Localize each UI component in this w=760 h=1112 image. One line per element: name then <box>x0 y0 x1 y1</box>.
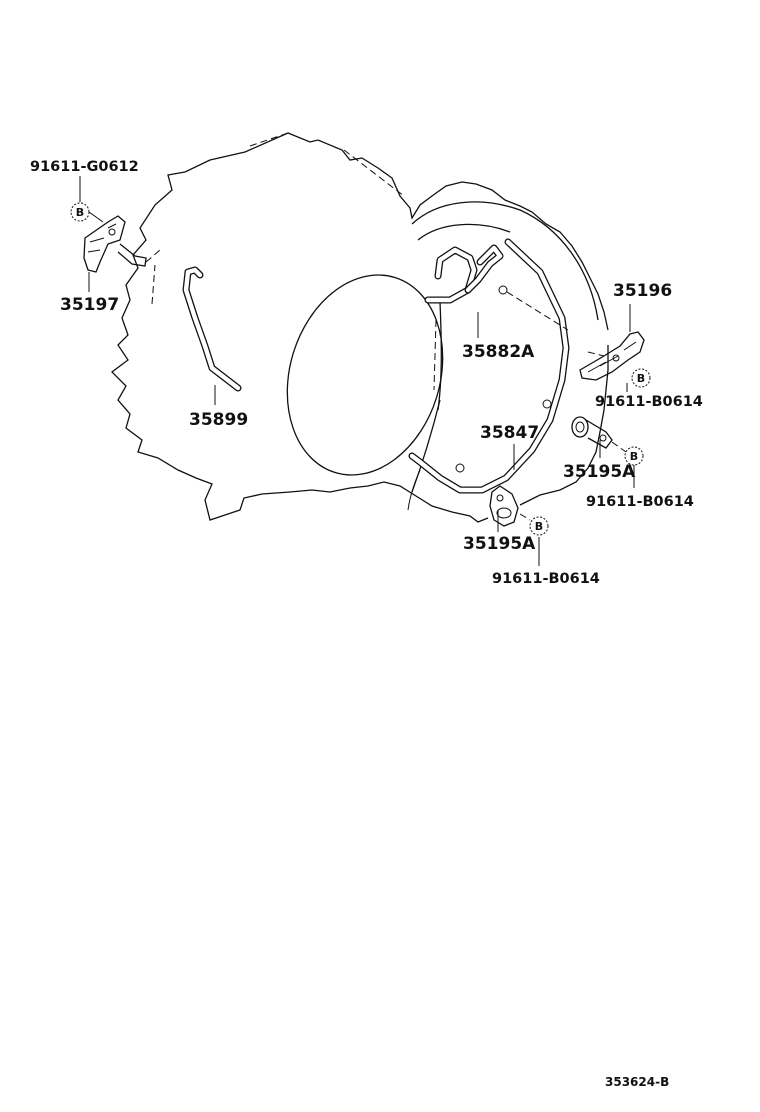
leader-lines <box>79 176 635 566</box>
pipe-35882A <box>424 244 508 304</box>
b-marker-b0614-3: B <box>529 516 549 536</box>
label-91611-G0612: 91611-G0612 <box>30 159 139 175</box>
drawing-number: 353624-B <box>605 1075 669 1089</box>
label-91611-B0614-1: 91611-B0614 <box>595 394 703 410</box>
b-marker-letter: B <box>535 520 543 533</box>
b-marker-g0612: B <box>70 202 90 222</box>
label-35847: 35847 <box>480 423 539 443</box>
b-marker-b0614-2: B <box>624 446 644 466</box>
tube-35899 <box>182 266 242 392</box>
label-35899: 35899 <box>189 410 248 430</box>
label-35197: 35197 <box>60 295 119 315</box>
label-35195A-bottom: 35195A <box>463 534 536 554</box>
pipe-35847 <box>408 238 570 494</box>
label-35196: 35196 <box>613 281 672 301</box>
bracket-35196 <box>579 331 645 381</box>
transmission-housing-outline <box>111 132 609 523</box>
label-91611-B0614-3: 91611-B0614 <box>492 571 600 587</box>
b-marker-b0614-1: B <box>631 368 651 388</box>
clamp-35195A-bottom <box>489 485 519 527</box>
b-marker-letter: B <box>637 372 645 385</box>
b-marker-letter: B <box>76 206 84 219</box>
b-marker-letter: B <box>630 450 638 463</box>
bracket-35197 <box>83 215 161 273</box>
label-35882A: 35882A <box>462 342 535 362</box>
label-35195A-right: 35195A <box>563 462 636 482</box>
label-91611-B0614-2: 91611-B0614 <box>586 494 694 510</box>
